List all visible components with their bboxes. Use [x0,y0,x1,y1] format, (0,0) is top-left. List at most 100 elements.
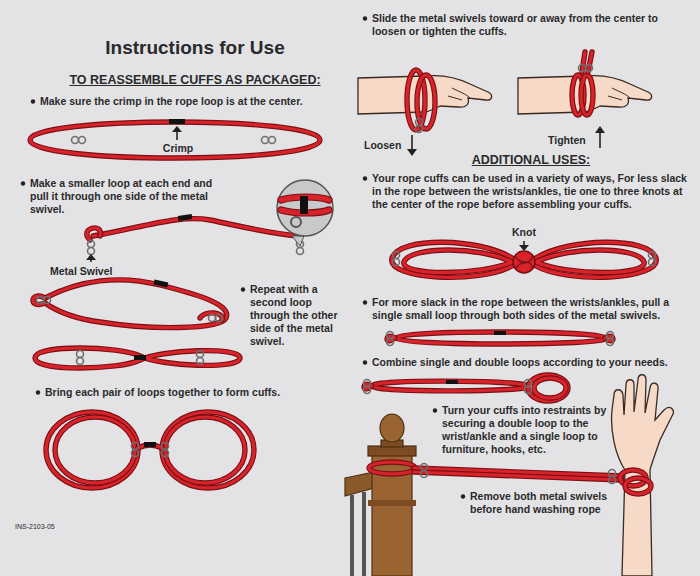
illustration-part [44,297,51,304]
rope [93,219,300,236]
knot-figure [392,241,657,277]
illustration-part [515,256,533,268]
illustration-part [380,414,404,442]
illustration-part [72,137,86,144]
illustration-part [363,300,367,304]
instruction-text: Make a smaller loop at each end and pull… [30,177,225,216]
illustration-part [86,254,96,260]
illustration-part [162,443,169,450]
rope-outline [625,478,651,494]
rope-outline [46,412,138,488]
illustration-part [297,248,304,255]
rope [30,122,320,158]
illustration-part [393,252,400,259]
illustration-part [209,315,223,322]
rope [165,417,245,483]
illustration-part [292,236,304,246]
page-title: Instructions for Use [40,36,350,59]
rope [414,472,622,480]
rope [534,378,566,398]
rope [528,375,568,401]
combined-loops-figure [364,375,569,401]
illustration-part [88,241,95,248]
illustration-part [132,450,139,457]
rope-outline [162,412,254,488]
rope [536,250,644,273]
illustration-part [579,65,586,72]
illustration-part [513,251,535,273]
rope [392,242,512,277]
illustration-part [393,252,400,266]
illustration-part [262,137,269,144]
rope [46,412,138,488]
rope-outline [93,219,300,236]
illustration-part [387,332,394,339]
illustration-part [36,390,40,394]
illustration-part [649,252,656,259]
rope-outline [581,75,593,115]
illustration-part [519,245,529,251]
rope [395,332,605,344]
illustration-part [197,351,204,358]
rope [404,250,512,273]
illustration-part [393,259,400,266]
illustration-part [416,126,423,133]
tighten-hand-figure [518,52,652,148]
rope-outline [588,52,592,72]
instruction-text: Slide the metal swivels toward or away f… [372,12,687,38]
rope [55,417,135,483]
rope-outline [528,375,568,401]
illustration-part [448,88,470,100]
rope-outline [392,242,512,277]
illustration-part [88,248,95,255]
illustration-part [132,443,139,450]
illustration-part [134,355,146,360]
instruction-text: Remove both metal swivels before hand wa… [470,490,610,516]
rope-outline [369,462,415,474]
rope-outline [165,417,245,483]
illustration-part [362,492,366,576]
rope-outline [417,75,435,129]
rope-outline [55,417,135,483]
illustration-part [579,65,593,72]
rope [369,462,415,474]
instruction-text: Make sure the crimp in the rope loop is … [40,95,340,108]
cuffs-figure [46,412,254,488]
document-code: INS-2103-05 [15,522,95,531]
part-label: Knot [504,226,544,239]
rope [625,478,651,494]
illustration-part [525,380,532,387]
second-loop-figure [33,280,227,328]
illustration-part [31,99,35,103]
illustration-part [407,149,417,156]
illustration-part [262,137,276,144]
illustration-part [609,477,616,484]
illustration-part [363,360,367,364]
rope [35,348,240,368]
illustration-part [345,472,374,496]
section-heading: ADDITIONAL USES: [372,153,690,168]
restraint-figure [345,375,673,576]
illustration-part [421,464,428,478]
illustration-part [363,176,367,180]
crimp [169,119,185,124]
illustration-part [77,358,84,365]
action-label: Loosen [364,139,410,152]
illustration-part [525,380,532,394]
illustration-part [461,494,465,498]
illustration-part [607,339,614,346]
illustration-part [132,443,139,457]
illustration-part [518,75,652,114]
illustration-part [364,380,371,387]
illustration-part [368,500,416,506]
illustration-part [197,351,204,365]
illustration-part [241,287,245,291]
illustration-part [421,464,428,471]
illustration-part [364,387,371,394]
rope-outline [35,348,240,368]
illustration-part [172,126,182,132]
illustration-part [197,358,204,365]
illustration-part [21,181,25,185]
illustration-part [300,196,308,214]
rope-outline [534,378,566,398]
